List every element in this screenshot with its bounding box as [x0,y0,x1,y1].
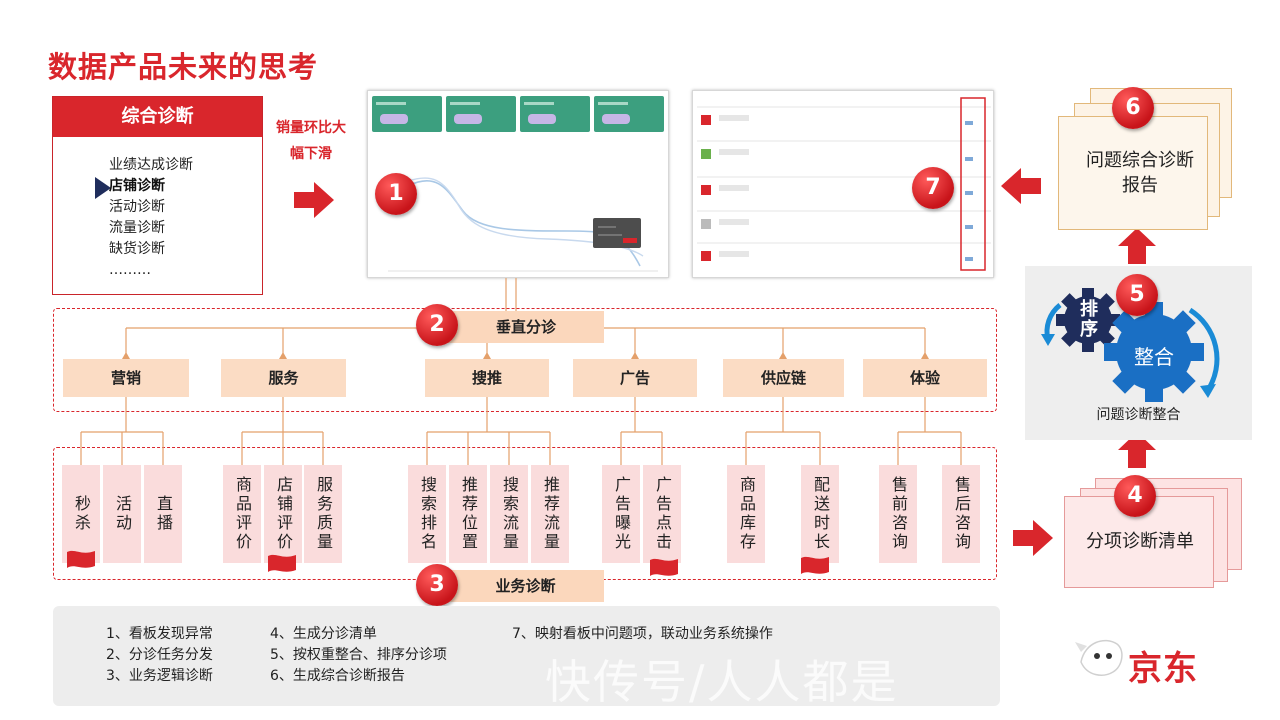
notes-panel [53,606,1000,706]
leaf-item: 广告曝光 [602,465,640,563]
kpi-card [520,96,590,132]
gears-graphic [1041,288,1220,402]
flag-icon [67,550,95,568]
merge-gear-label: 整合 [1134,345,1174,369]
selection-triangle-icon [95,177,111,199]
business-diagnosis-label: 业务诊断 [447,570,604,602]
leaf-item: 店铺评价 [264,465,302,563]
notes-column-1: 1、看板发现异常 2、分诊任务分发 3、业务逻辑诊断 [106,626,213,684]
leaf-item: 商品库存 [727,465,765,563]
flag-icon [268,554,296,572]
sales-drop-note: 销量环比大 幅下滑 [276,120,346,162]
category-marketing: 营销 [63,359,189,397]
kpi-card [372,96,442,132]
step-2-badge: 2 [416,304,458,346]
connector-line [505,278,517,312]
right-arrow-icon [294,182,334,218]
step-5-badge: 5 [1116,274,1158,316]
jd-logo-text: 京东 [1128,649,1198,689]
vertical-triage-region [53,308,997,412]
diagnosis-item: ……… [109,262,151,278]
leaf-item: 直播 [144,465,182,563]
leaf-item: 商品评价 [223,465,261,563]
right-arrow-icon [1013,520,1053,556]
leaf-item: 推荐流量 [531,465,569,563]
comprehensive-diagnosis-box: 综合诊断 业绩达成诊断 店铺诊断 活动诊断 流量诊断 缺货诊断 ……… [52,96,263,295]
leaf-item: 推荐位置 [449,465,487,563]
step-1-badge: 1 [375,173,417,215]
report-doc [1058,116,1208,230]
diagnosis-list: 业绩达成诊断 店铺诊断 活动诊断 流量诊断 缺货诊断 ……… [109,155,193,281]
small-gear-icon [1056,288,1120,352]
leaf-item: 秒杀 [62,465,100,563]
trend-lines-graphic [388,177,658,272]
diagnosis-item: 流量诊断 [109,220,165,236]
comprehensive-diagnosis-header: 综合诊断 [53,97,262,137]
diagnosis-item: 活动诊断 [109,199,165,215]
up-arrow-icon [1118,432,1156,468]
left-arrow-icon [1001,168,1041,204]
diagnosis-item-selected: 店铺诊断 [109,178,165,194]
table-grid-graphic [697,97,991,271]
up-arrow-icon [1118,228,1156,264]
kpi-card [446,96,516,132]
step-6-badge: 6 [1112,87,1154,129]
category-experience: 体验 [863,359,987,397]
diagnosis-item: 业绩达成诊断 [109,157,193,173]
step-4-badge: 4 [1114,475,1156,517]
kpi-card [594,96,664,132]
leaf-item: 售后咨询 [942,465,980,563]
merge-caption: 问题诊断整合 [1096,407,1181,423]
flag-icon [650,558,678,576]
leaf-item: 配送时长 [801,465,839,563]
leaf-item: 广告点击 [643,465,681,563]
category-advertising: 广告 [573,359,697,397]
notes-column-3: 7、映射看板中问题项，联动业务系统操作 [512,626,773,642]
list-text: 分项诊断清单 [1086,531,1194,552]
jd-dog-logo-icon [1075,639,1123,676]
vertical-triage-label: 垂直分诊 [448,311,604,343]
watermark-text: 快传号/人人都是 [545,655,899,709]
report-text: 问题综合诊断 报告 [1086,150,1194,196]
page-title: 数据产品未来的思考 [48,50,319,84]
leaf-item: 搜索排名 [408,465,446,563]
step-3-badge: 3 [416,564,458,606]
dashboard-screenshot [367,90,669,278]
category-supply-chain: 供应链 [723,359,844,397]
diagnosis-item: 缺货诊断 [109,241,165,257]
leaf-item: 服务质量 [304,465,342,563]
leaf-item: 活动 [103,465,141,563]
sort-label: 排 序 [1080,299,1098,340]
leaf-item: 售前咨询 [879,465,917,563]
category-service: 服务 [221,359,346,397]
step-7-badge: 7 [912,167,954,209]
leaf-item: 搜索流量 [490,465,528,563]
category-search-recommend: 搜推 [425,359,549,397]
flag-icon [801,556,829,574]
notes-column-2: 4、生成分诊清单 5、按权重整合、排序分诊项 6、生成综合诊断报告 [270,626,447,684]
